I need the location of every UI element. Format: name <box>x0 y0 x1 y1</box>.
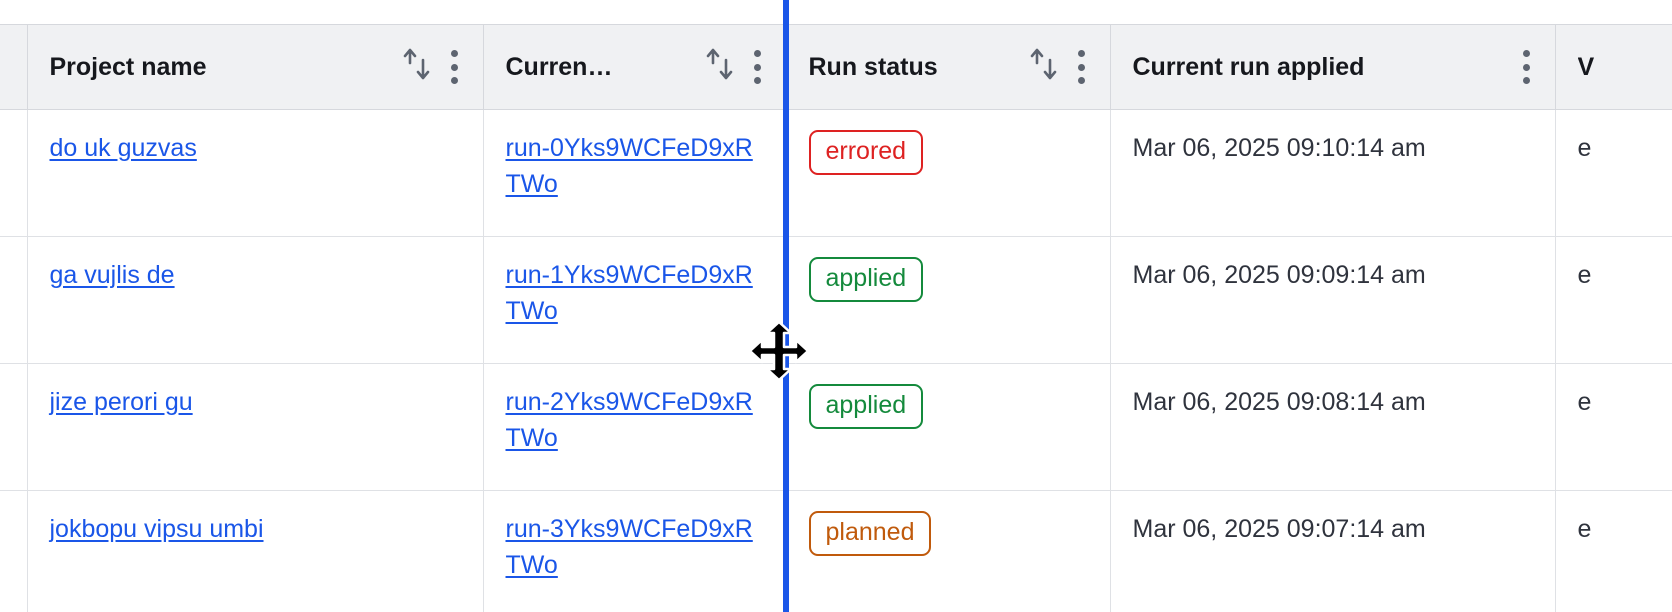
partial-cell-text: e <box>1577 261 1592 289</box>
cell-project-name: ga vujlis de <box>27 236 484 364</box>
cell-run-status: applied <box>786 236 1111 364</box>
table-header: Project name Curren… Run status Current run… <box>0 24 1672 110</box>
cell-run-status: errored <box>786 109 1111 237</box>
table-row[interactable]: ga vujlis de run-1Yks9WCFeD9xRTWo applied M… <box>0 236 1672 364</box>
column-header-label-partial: V <box>1577 52 1595 81</box>
project-name-link[interactable]: ga vujlis de <box>49 261 175 289</box>
row-select-gutter-cell[interactable] <box>0 236 28 364</box>
row-select-gutter-cell[interactable] <box>0 490 28 612</box>
column-header-label-applied: Current run applied <box>1132 52 1365 81</box>
status-badge: planned <box>808 511 932 556</box>
sort-icon[interactable] <box>704 47 738 87</box>
cell-partial-clipped: e <box>1555 490 1672 612</box>
column-menu-kebab-icon-applied[interactable] <box>1523 50 1531 84</box>
column-header-current[interactable]: Curren… <box>483 24 787 110</box>
cell-current-run-applied: Mar 06, 2025 09:08:14 am <box>1110 363 1556 491</box>
sort-icon[interactable] <box>401 47 435 87</box>
cell-current-run: run-2Yks9WCFeD9xRTWo <box>483 363 787 491</box>
cell-current-run: run-0Yks9WCFeD9xRTWo <box>483 109 787 237</box>
column-header-label-status: Run status <box>808 52 938 81</box>
cell-partial-clipped: e <box>1555 363 1672 491</box>
cell-project-name: jize perori gu <box>27 363 484 491</box>
cell-run-status: applied <box>786 363 1111 491</box>
column-header-applied[interactable]: Current run applied <box>1110 24 1556 110</box>
cell-project-name: do uk guzvas <box>27 109 484 237</box>
row-select-gutter-cell[interactable] <box>0 363 28 491</box>
cell-current-run-applied: Mar 06, 2025 09:09:14 am <box>1110 236 1556 364</box>
partial-cell-text: e <box>1577 134 1592 162</box>
project-name-link[interactable]: jize perori gu <box>49 388 193 416</box>
sort-icon[interactable] <box>1028 47 1062 87</box>
partial-cell-text: e <box>1577 515 1592 543</box>
table-header-row: Project name Curren… Run status Current run… <box>0 24 1672 110</box>
projects-table: Project name Curren… Run status Current run… <box>0 24 1672 612</box>
current-run-link[interactable]: run-1Yks9WCFeD9xRTWo <box>505 261 753 326</box>
column-header-status[interactable]: Run status <box>786 24 1111 110</box>
applied-timestamp: Mar 06, 2025 09:08:14 am <box>1132 388 1426 416</box>
row-select-gutter-cell[interactable] <box>0 109 28 237</box>
column-resize-indicator[interactable] <box>783 0 789 612</box>
applied-timestamp: Mar 06, 2025 09:07:14 am <box>1132 515 1426 543</box>
applied-timestamp: Mar 06, 2025 09:10:14 am <box>1132 134 1426 162</box>
row-select-gutter-header <box>0 24 28 110</box>
table-row[interactable]: jize perori gu run-2Yks9WCFeD9xRTWo applie… <box>0 363 1672 491</box>
status-badge: applied <box>808 257 924 302</box>
status-badge: applied <box>808 384 924 429</box>
table-row[interactable]: jokbopu vipsu umbi run-3Yks9WCFeD9xRTWo pl… <box>0 490 1672 612</box>
table-top-strip <box>0 0 1672 24</box>
cell-run-status: planned <box>786 490 1111 612</box>
column-header-label-current: Curren… <box>505 52 613 81</box>
column-menu-kebab-icon-current[interactable] <box>754 50 762 84</box>
project-name-link[interactable]: jokbopu vipsu umbi <box>49 515 264 543</box>
column-menu-kebab-icon-project[interactable] <box>451 50 459 84</box>
cell-current-run-applied: Mar 06, 2025 09:07:14 am <box>1110 490 1556 612</box>
project-name-link[interactable]: do uk guzvas <box>49 134 197 162</box>
cell-partial-clipped: e <box>1555 109 1672 237</box>
current-run-link[interactable]: run-2Yks9WCFeD9xRTWo <box>505 388 753 453</box>
cell-project-name: jokbopu vipsu umbi <box>27 490 484 612</box>
cell-current-run: run-3Yks9WCFeD9xRTWo <box>483 490 787 612</box>
applied-timestamp: Mar 06, 2025 09:09:14 am <box>1132 261 1426 289</box>
current-run-link[interactable]: run-3Yks9WCFeD9xRTWo <box>505 515 753 580</box>
partial-cell-text: e <box>1577 388 1592 416</box>
cell-current-run: run-1Yks9WCFeD9xRTWo <box>483 236 787 364</box>
table-row[interactable]: do uk guzvas run-0Yks9WCFeD9xRTWo errored M… <box>0 109 1672 237</box>
column-menu-kebab-icon-status[interactable] <box>1078 50 1086 84</box>
column-header-project[interactable]: Project name <box>27 24 484 110</box>
column-header-label-project: Project name <box>49 52 207 81</box>
cell-current-run-applied: Mar 06, 2025 09:10:14 am <box>1110 109 1556 237</box>
column-header-partial[interactable]: V <box>1555 24 1672 110</box>
current-run-link[interactable]: run-0Yks9WCFeD9xRTWo <box>505 134 753 199</box>
cell-partial-clipped: e <box>1555 236 1672 364</box>
status-badge: errored <box>808 130 924 175</box>
